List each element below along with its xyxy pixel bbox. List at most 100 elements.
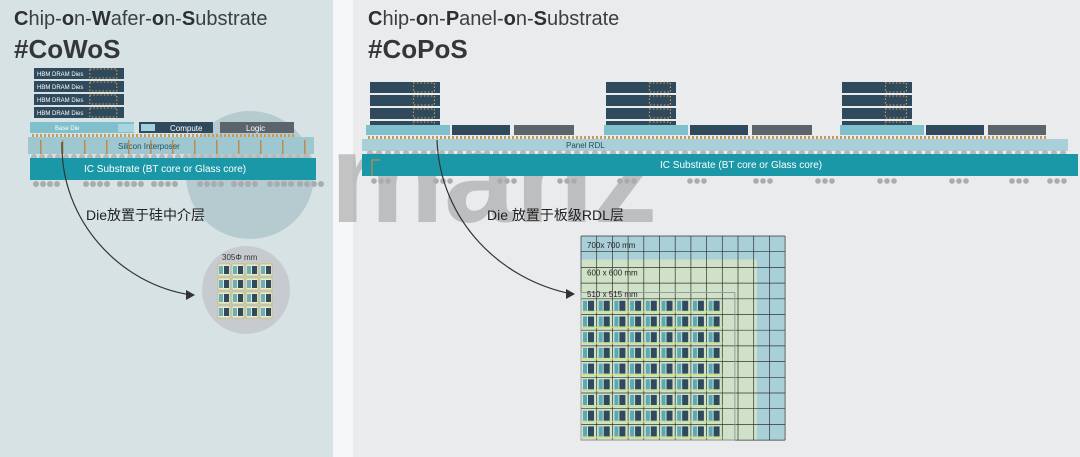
wafer-compute [224,280,229,288]
micro-bump [208,134,210,137]
micro-bump [1040,136,1042,139]
panel-compute [619,410,626,421]
panel-compute [697,300,704,311]
panel-rdl [362,139,1068,151]
arrow-line [61,141,193,296]
micro-bump [600,136,602,139]
cowos-caption: Die放置于硅中介层 [86,207,206,223]
base-die [604,125,688,135]
micro-bump [736,136,738,139]
panel-hbm [614,410,619,421]
micro-bump [512,136,514,139]
hbm-tsv [412,108,435,119]
panel-510-outline [580,292,736,441]
panel-compute [619,316,626,327]
panel-compute [635,363,642,374]
panel-hbm [692,316,697,327]
panel-hbm [692,379,697,390]
bga-ball [274,181,280,187]
panel-hbm [583,363,587,374]
micro-bump [168,134,170,137]
panel-compute [588,347,594,358]
micro-bump [844,136,846,139]
panel-compute [682,316,689,327]
panel-hbm [645,300,650,311]
panel-compute [603,316,610,327]
micro-bump [552,136,554,139]
micro-bump [732,136,734,139]
ic-substrate [362,154,1078,176]
cowos-title: Chip-on-Wafer-on-Substrate [14,8,268,30]
tsv [194,140,196,154]
arrow-line [436,139,573,295]
panel-compute [603,395,610,405]
bga-ball [378,178,384,184]
micro-bump [644,136,646,139]
panel-hbm [708,426,713,437]
panel-compute [697,316,704,327]
micro-bump [432,136,434,139]
bga-ball [172,181,178,187]
micro-bump [1012,136,1014,139]
hbm-tsv [884,108,907,119]
hbm-tsv [648,108,671,119]
micro-bump [428,136,430,139]
panel-hbm [614,316,619,327]
panel-compute [635,379,642,390]
micro-bump [120,134,122,137]
micro-bump [832,136,834,139]
micro-bump [248,134,250,137]
hbm-die [370,95,440,106]
micro-bump [708,136,710,139]
panel-hbm [661,395,666,405]
base-die [30,122,134,133]
micro-bump [420,136,422,139]
panel-hbm [583,410,587,421]
micro-bump [864,136,866,139]
tsv [62,140,64,154]
panel-compute [619,426,626,437]
bga-ball [1054,178,1060,184]
micro-bump [32,134,34,137]
micro-bump [92,134,94,137]
bga-ball [829,178,835,184]
bga-ball [204,181,210,187]
bga-ball [238,181,244,187]
micro-bump [652,136,654,139]
micro-bump [592,136,594,139]
micro-bump [768,136,770,139]
micro-bump [896,136,898,139]
micro-bump [712,136,714,139]
panel-hbm [598,316,603,327]
micro-bump [96,134,98,137]
logic-label: Logic [246,124,265,133]
micro-bump [848,136,850,139]
micro-bump [1024,136,1026,139]
micro-bump [508,136,510,139]
micro-bump [792,136,794,139]
panel-hbm [614,395,619,405]
substrate-label: IC Substrate (BT core or Glass core) [660,160,822,171]
panel-compute [666,426,673,437]
bga-ball [891,178,897,184]
panel-compute [603,363,610,374]
micro-bump [800,136,802,139]
panel-hbm [614,363,619,374]
bga-ball [231,181,237,187]
bga-ball [131,181,137,187]
micro-bump [232,134,234,137]
hbm-die [370,82,440,93]
panel-compute [603,300,610,311]
panel-hbm [645,316,650,327]
panel-compute [713,426,720,437]
panel-hbm [677,300,682,311]
micro-bump [396,136,398,139]
bga-ball [433,178,439,184]
panel-compute [682,395,689,405]
micro-bump [456,136,458,139]
micro-bump [136,134,138,137]
micro-bump [560,136,562,139]
tsv [40,140,42,154]
micro-bump [668,136,670,139]
